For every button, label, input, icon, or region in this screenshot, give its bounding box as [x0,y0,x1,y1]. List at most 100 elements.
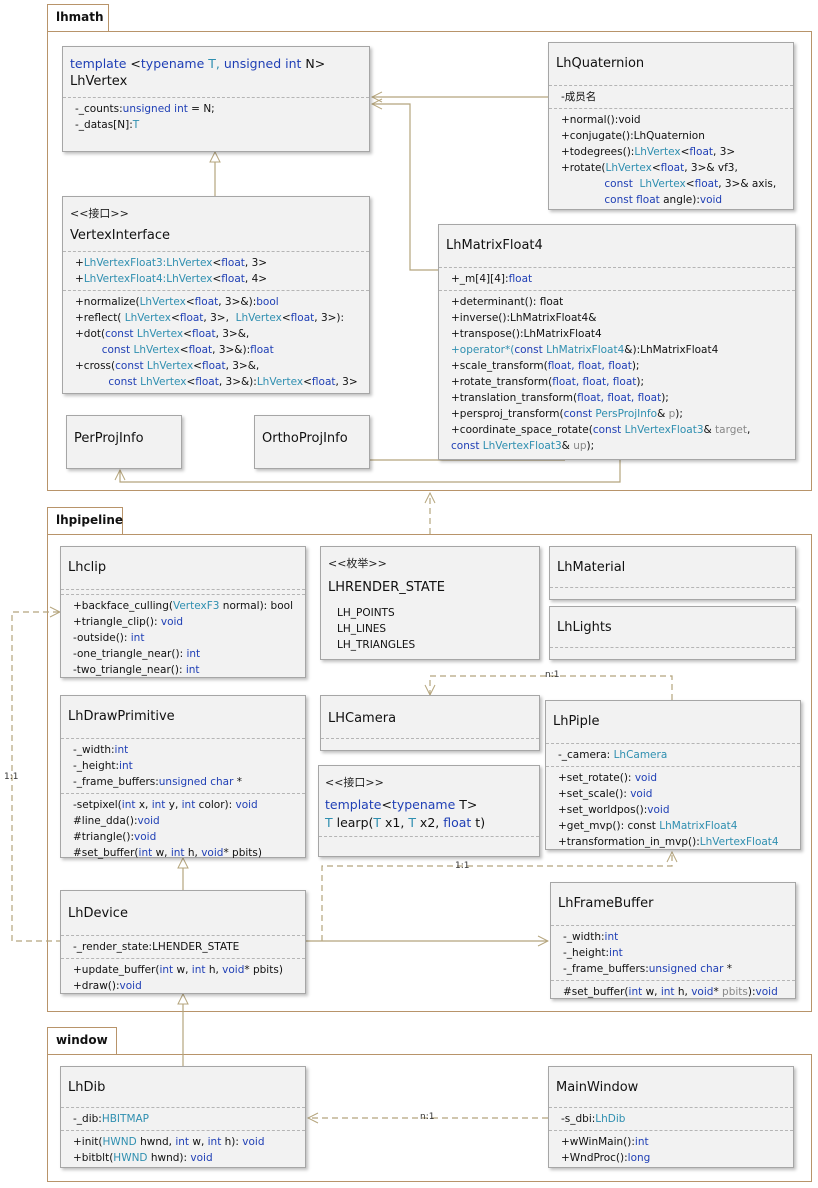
code-token: +transformation_in_mvp(): [558,836,700,848]
class-lhmatrixfloat4[interactable]: LhMatrixFloat4 +_m[4][4]:float+determina… [438,224,796,460]
member-line: #triangle():void [73,829,295,845]
code-token: , 3>, [203,312,236,324]
code-token: & [657,408,669,420]
code-token: , 4> [244,273,268,285]
code-token: const [451,440,483,452]
code-token: +reflect( [75,312,125,324]
code-token: int [628,986,646,998]
edge-label-clip-device: 1:1 [4,772,19,782]
code-token: w, [192,1136,208,1148]
member-line: -_frame_buffers:unsigned char * [73,774,295,790]
package-tab-lhmath[interactable]: lhmath [47,4,109,32]
class-name: LhVertex [70,74,128,89]
class-lhdevice[interactable]: LhDevice -_render_state:LHENDER_STATE+up… [60,890,306,994]
code-token: int [170,847,188,859]
code-token: float, float, float [577,392,662,404]
code-token: < [185,296,195,308]
member-line: -one_triangle_near(): int [73,646,295,662]
code-token: < [685,178,695,190]
stereotype-label: <<枚举>> [328,557,387,570]
code-token: < [303,376,312,388]
code-token: -_render_state:LHENDER_STATE [73,941,240,953]
code-token: LhVertex [140,376,187,388]
class-sections: +LhVertexFloat3:LhVertex<float, 3>+LhVer… [63,251,369,393]
code-token: float [195,376,219,388]
class-section: +wWinMain():int+WndProc():long [549,1130,793,1169]
class-sections: -_width:int-_height:int-_frame_buffers:u… [61,738,305,864]
class-perprojinfo[interactable]: PerProjInfo [66,415,182,469]
class-name: LHRENDER_STATE [328,580,445,595]
code-token: int [634,1136,649,1148]
code-token: & [703,424,716,436]
class-lhdrawprimitive[interactable]: LhDrawPrimitive -_width:int-_height:int-… [60,695,306,859]
code-token: , 3> [244,257,268,269]
class-section: +normal():void+conjugate():LhQuaternion+… [549,108,793,211]
code-token: float, float, float [552,376,637,388]
package-tab-lhpipeline[interactable]: lhpipeline [47,507,123,535]
code-token: LhVertex [605,162,652,174]
class-mainwindow[interactable]: MainWindow -s_dbi:LhDib+wWinMain():int+W… [548,1066,794,1168]
code-token: +translation_transform( [451,392,578,404]
class-lhcamera[interactable]: LHCamera [320,695,540,751]
class-lhlights[interactable]: LhLights [549,606,796,660]
class-vertexinterface[interactable]: <<接口>> VertexInterface +LhVertexFloat3:L… [62,196,370,394]
class-name: LHCamera [328,711,397,726]
code-token: void [160,616,184,628]
class-lhrenderstate[interactable]: <<枚举>> LHRENDER_STATE LH_POINTS LH_LINES… [320,546,540,660]
member-line: +persproj_transform(const PersProjInfo& … [451,406,785,422]
code-token: -_dib: [73,1113,102,1125]
package-tab-window[interactable]: window [47,1027,117,1055]
class-lerp-interface[interactable]: <<接口>> template<typename T> T learp(T x1… [318,765,540,857]
class-orthoprojinfo[interactable]: OrthoProjInfo [254,415,370,469]
code-token: int [159,964,177,976]
code-token: -setpixel( [73,799,122,811]
class-name: LhLights [557,620,612,635]
code-token: &):LhMatrixFloat4 [624,344,719,356]
class-section: +_m[4][4]:float [439,267,795,290]
class-sections: -s_dbi:LhDib+wWinMain():int+WndProc():lo… [549,1107,793,1169]
code-token: hwnd, [140,1136,176,1148]
code-token: PersProjInfo [595,408,658,420]
class-lhquaternion[interactable]: LhQuaternion -成员名+normal():void+conjugat… [548,42,794,210]
empty-section [319,836,539,841]
class-name: LhDevice [68,906,128,921]
code-token: VertexF3 [172,600,220,612]
member-line: #line_dda():void [73,813,295,829]
code-token: * [236,776,243,788]
code-token: h, [208,964,223,976]
member-line: const LhVertex<float, 3>&):float [75,342,359,358]
code-token: void [647,804,670,816]
edge-label-device-piple: 1:1 [455,861,470,871]
code-token: * [726,963,733,975]
code-token: +set_worldpos(): [558,804,648,816]
class-lhclip[interactable]: Lhclip +backface_culling(VertexF3 normal… [60,546,306,678]
code-token: int [138,847,156,859]
class-lhdib[interactable]: LhDib -_dib:HBITMAP+init(HWND hwnd, int … [60,1066,306,1168]
member-line: +rotate(LhVertex<float, 3>& vf3, [561,160,783,176]
member-line: +set_rotate(): void [558,770,790,786]
class-section: -_render_state:LHENDER_STATE [61,935,305,958]
member-line: -_height:int [73,758,295,774]
code-token: const [563,408,596,420]
member-line: +translation_transform(float, float, flo… [451,390,785,406]
class-lhpiple[interactable]: LhPiple -_camera: LhCamera+set_rotate():… [545,700,801,850]
code-token: normal): bool [219,600,293,612]
member-line: +reflect( LhVertex<float, 3>, LhVertex<f… [75,310,359,326]
code-token: T> [459,797,478,812]
class-lhmaterial[interactable]: LhMaterial [549,546,796,600]
code-token: int [609,947,623,959]
class-name: LhDib [68,1080,106,1095]
code-token: unsigned char [158,776,237,788]
empty-section [550,587,795,592]
code-token: +set_scale(): [558,788,631,800]
class-lhvertex[interactable]: template <typename T, unsigned int N> Lh… [62,46,370,152]
member-line: +rotate_transform(float, float, float); [451,374,785,390]
class-lhframebuffer[interactable]: LhFrameBuffer -_width:int-_height:int-_f… [550,882,796,999]
class-section: -s_dbi:LhDib [549,1107,793,1130]
member-line: -outside(): int [73,630,295,646]
member-line: -_width:int [73,742,295,758]
code-token: angle): [663,194,700,206]
code-token: < [212,273,222,285]
member-line: +_m[4][4]:float [451,271,785,287]
code-token: < [171,312,180,324]
